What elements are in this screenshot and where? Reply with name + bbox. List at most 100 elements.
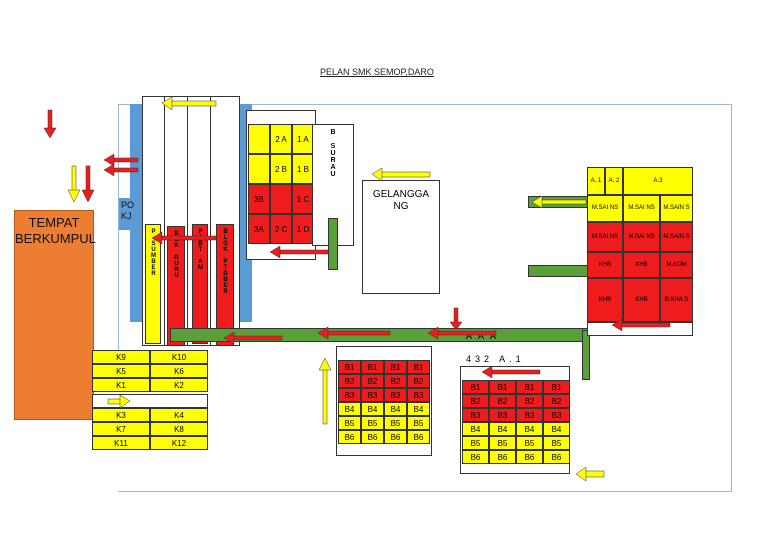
path-a-vert bbox=[582, 330, 590, 380]
b-room: B6 bbox=[543, 450, 570, 464]
b-room: B1 bbox=[384, 360, 407, 374]
building-divider-2 bbox=[187, 96, 188, 346]
b-room: B6 bbox=[407, 430, 430, 444]
b-room: B1 bbox=[516, 380, 543, 394]
b-room: B3 bbox=[338, 388, 361, 402]
block-2-cell: 3B bbox=[248, 184, 270, 214]
k-room: K1 bbox=[92, 378, 150, 392]
k-room: K8 bbox=[150, 422, 208, 436]
b-room: B2 bbox=[407, 374, 430, 388]
b-room: B2 bbox=[489, 394, 516, 408]
b-room: B2 bbox=[462, 394, 489, 408]
red-arrow-down-path bbox=[449, 307, 463, 331]
k-room: K12 bbox=[150, 436, 208, 450]
b-room: B2 bbox=[384, 374, 407, 388]
b-room: B1 bbox=[361, 360, 384, 374]
block-2-cell bbox=[248, 154, 270, 184]
red-arrow-left-path-3 bbox=[223, 331, 283, 345]
red-arrow-left-2 bbox=[103, 163, 139, 177]
yellow-arrow-right-k bbox=[107, 394, 131, 409]
b-room: B5 bbox=[361, 416, 384, 430]
b-room: B3 bbox=[489, 408, 516, 422]
b-room: B3 bbox=[543, 408, 570, 422]
red-arrow-left-path-1 bbox=[317, 326, 391, 340]
b-room: B5 bbox=[543, 436, 570, 450]
building-divider-1 bbox=[164, 96, 165, 346]
a-header: A.3 bbox=[623, 167, 693, 195]
yellow-arrow-up bbox=[318, 357, 332, 425]
a-labels-top: AAA bbox=[466, 331, 503, 341]
k-room: K5 bbox=[92, 364, 150, 378]
yellow-arrow-left-surau bbox=[371, 167, 431, 182]
b-room: B4 bbox=[489, 422, 516, 436]
building-divider-3 bbox=[210, 96, 211, 346]
block-2-cell bbox=[248, 124, 270, 154]
k-room: K11 bbox=[92, 436, 150, 450]
pibt-am-block: PIBT AM bbox=[192, 224, 208, 344]
b-room: B4 bbox=[384, 402, 407, 416]
a-room: B.KHA S bbox=[660, 278, 693, 322]
page-title: PELAN SMK SEMOP,DARO bbox=[320, 67, 434, 77]
red-arrow-left-a bbox=[611, 318, 671, 332]
path-surau bbox=[328, 218, 338, 270]
gelanggang: GELANGGA NG bbox=[362, 180, 440, 294]
b-room: B3 bbox=[361, 388, 384, 402]
k-room: K9 bbox=[92, 350, 150, 364]
tempat-label: TEMPAT BERKUMPUL bbox=[15, 215, 96, 246]
b-room: B6 bbox=[516, 450, 543, 464]
b-room: B4 bbox=[361, 402, 384, 416]
b-room: B5 bbox=[516, 436, 543, 450]
red-arrow-left-path-2 bbox=[427, 326, 497, 340]
red-arrow-left-1 bbox=[103, 153, 139, 167]
a-room: M.KOM bbox=[660, 252, 693, 278]
b-room: B5 bbox=[489, 436, 516, 450]
blok-ptdber-block: BLOK PTDBER bbox=[216, 224, 234, 346]
tempat-berkumpul: TEMPAT BERKUMPUL bbox=[14, 210, 96, 420]
block-2-cell: 2 B bbox=[270, 154, 292, 184]
b-room: B5 bbox=[338, 416, 361, 430]
b-room: B4 bbox=[407, 402, 430, 416]
k-room: K4 bbox=[150, 408, 208, 422]
red-arrow-down-2 bbox=[81, 165, 95, 203]
a-room: M.SAIN S bbox=[660, 222, 693, 252]
b-room: B3 bbox=[516, 408, 543, 422]
b-room: B3 bbox=[384, 388, 407, 402]
b-room: B1 bbox=[462, 380, 489, 394]
b-room: B4 bbox=[516, 422, 543, 436]
red-arrow-left-3 bbox=[151, 231, 217, 245]
a-room: KHB bbox=[623, 278, 660, 322]
k-room: K7 bbox=[92, 422, 150, 436]
yellow-arrow-down bbox=[67, 165, 81, 203]
b-room: B1 bbox=[489, 380, 516, 394]
a-header: A. 1 bbox=[587, 167, 605, 195]
a-header: A. 2 bbox=[605, 167, 623, 195]
b-room: B4 bbox=[462, 422, 489, 436]
a-room: M.SAIN S bbox=[660, 195, 693, 222]
b-room: B5 bbox=[407, 416, 430, 430]
k-room: K10 bbox=[150, 350, 208, 364]
a-room: M.SAI NS bbox=[623, 222, 660, 252]
b-room: B4 bbox=[543, 422, 570, 436]
b-room: B6 bbox=[338, 430, 361, 444]
yellow-arrow-left-bottom bbox=[575, 466, 605, 482]
b-room: B6 bbox=[462, 450, 489, 464]
b-room: B2 bbox=[543, 394, 570, 408]
a-room: M.SAI NS bbox=[587, 222, 623, 252]
k-room: K6 bbox=[150, 364, 208, 378]
b-room: B1 bbox=[338, 360, 361, 374]
k-room: K3 bbox=[92, 408, 150, 422]
a-room: KHB bbox=[623, 252, 660, 278]
b-room: B2 bbox=[361, 374, 384, 388]
b-room: B2 bbox=[338, 374, 361, 388]
b-room: B5 bbox=[462, 436, 489, 450]
a-room: M.SAI NS bbox=[587, 195, 623, 222]
a-room: M.SAI NS bbox=[623, 195, 660, 222]
k-room: K2 bbox=[150, 378, 208, 392]
b-room: B6 bbox=[384, 430, 407, 444]
b-room: B1 bbox=[543, 380, 570, 394]
b-room: B1 bbox=[407, 360, 430, 374]
a-labels-bottom: 432 A.1 bbox=[466, 354, 525, 364]
red-arrow-down-1 bbox=[43, 109, 57, 139]
b-room: B5 bbox=[384, 416, 407, 430]
